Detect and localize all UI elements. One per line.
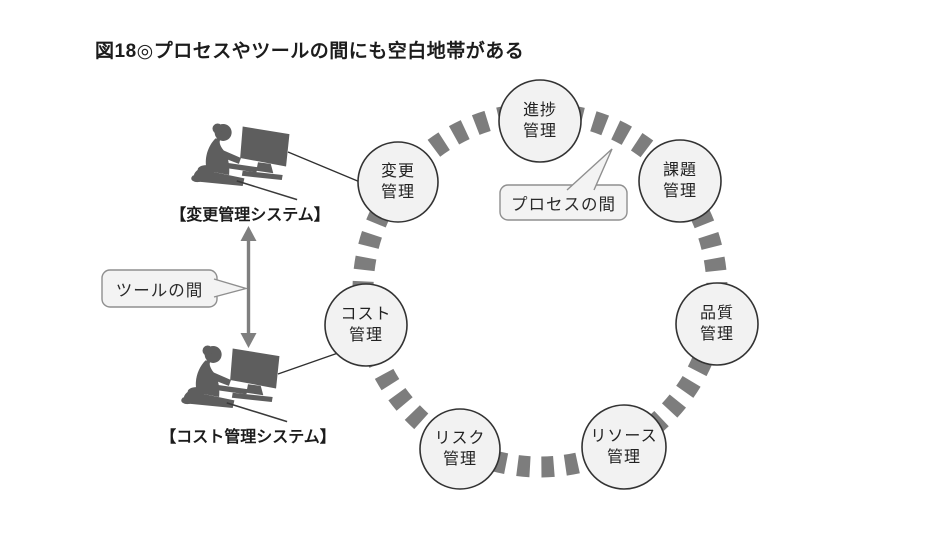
node-label-progress: 進捗 管理 xyxy=(522,101,557,140)
callout-pointer-process-gap xyxy=(566,148,613,191)
node-label-resource: リソース 管理 xyxy=(590,427,658,466)
change-system-user-icon xyxy=(190,122,298,201)
callout-label-tool-gap: ツールの間 xyxy=(115,281,204,300)
cost-system-user-icon xyxy=(180,344,288,423)
connector-change-system-line xyxy=(287,151,361,183)
node-circle-progress xyxy=(498,79,582,163)
tool-gap-arrowhead-down-icon xyxy=(240,333,257,348)
node-circle-change xyxy=(357,141,439,223)
callout-box-process-gap xyxy=(499,184,628,221)
change-system-label: 【変更管理システム】 xyxy=(170,207,330,224)
node-circle-risk xyxy=(419,408,501,490)
node-circle-resource xyxy=(581,404,667,490)
callout-label-process-gap: プロセスの間 xyxy=(511,195,616,214)
node-label-issue: 課題 管理 xyxy=(662,161,697,200)
node-circle-cost xyxy=(324,283,408,367)
figure-title: 図18◎プロセスやツールの間にも空白地帯がある xyxy=(95,41,525,62)
node-label-change: 変更 管理 xyxy=(380,162,415,201)
node-label-cost: コスト 管理 xyxy=(340,305,392,344)
node-circle-issue xyxy=(638,139,722,223)
node-label-quality: 品質 管理 xyxy=(699,304,734,343)
callout-pointer-tool-gap xyxy=(213,278,249,298)
connector-cost-system-line xyxy=(277,352,339,375)
cost-system-label: 【コスト管理システム】 xyxy=(160,429,336,446)
node-label-risk: リスク 管理 xyxy=(434,429,486,468)
tool-gap-arrowhead-up-icon xyxy=(240,226,257,241)
node-circle-quality xyxy=(675,282,759,366)
